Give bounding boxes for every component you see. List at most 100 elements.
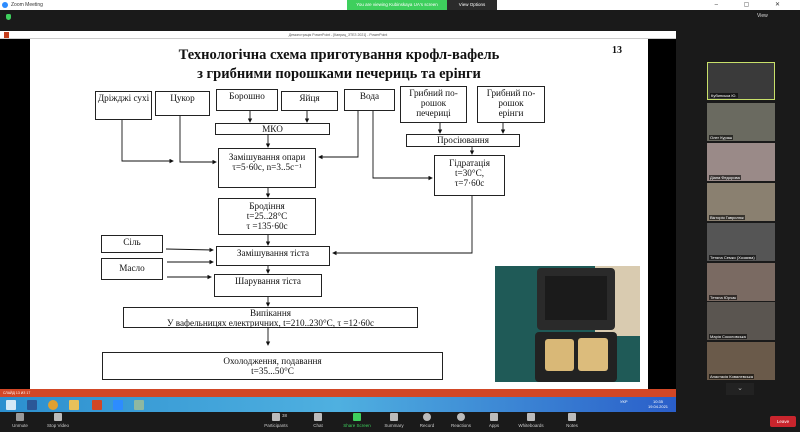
view-options-button[interactable]: View Options xyxy=(447,0,497,10)
unmute-button[interactable]: Unmute xyxy=(0,413,40,428)
baking-params: У вафельницях електричних, t=210..230°С,… xyxy=(166,318,375,328)
participants-label: Participants xyxy=(264,423,288,428)
participant-tile[interactable]: Олег Кураш xyxy=(707,103,775,141)
chat-button[interactable]: Chat xyxy=(298,413,338,428)
reactions-icon xyxy=(457,413,465,421)
participant-tile[interactable]: Діана Федорова xyxy=(707,143,775,181)
sponge-mixing-title: Замішування опари xyxy=(228,152,306,162)
ppt-window-title: Демонстрація PowerPoint - [Каприц_ЗТЕЗ 2… xyxy=(288,33,388,37)
powerpoint-title-bar: Демонстрація PowerPoint - [Каприц_ЗТЕЗ 2… xyxy=(0,31,676,39)
window-controls[interactable]: – ▢ ✕ xyxy=(714,2,792,8)
share-screen-icon xyxy=(353,413,361,421)
box-hydration: Гідратація t=30°С, τ=7·60с xyxy=(434,155,505,196)
whiteboard-icon xyxy=(527,413,535,421)
box-mushroom-eryngii: Грибний по-рошок ерінги xyxy=(477,86,545,123)
apps-label: Apps xyxy=(488,423,500,428)
microphone-muted-icon xyxy=(16,413,24,421)
powerpoint-taskbar-icon[interactable] xyxy=(92,400,102,410)
file-explorer-icon[interactable] xyxy=(69,400,79,410)
cooling-params: t=35...50°С xyxy=(251,366,294,376)
video-camera-icon xyxy=(54,413,62,421)
security-shield-icon[interactable] xyxy=(6,14,11,20)
whiteboards-label: Whiteboards xyxy=(518,423,544,428)
summary-label: Summary xyxy=(384,423,404,428)
meeting-toolbar xyxy=(0,412,800,432)
slide-title: Технологічна схема приготування крофл-ва… xyxy=(30,46,648,84)
box-dough-layering: Шарування тіста xyxy=(214,274,322,297)
chat-icon xyxy=(314,413,322,421)
clock-date: 19.04.2021 xyxy=(648,404,669,409)
participant-name: Діана Федорова xyxy=(709,175,741,180)
box-sifting: Просіювання xyxy=(406,134,520,147)
taskbar-clock[interactable]: 10:35 19.04.2021 xyxy=(648,399,668,409)
slide-number: 13 xyxy=(612,45,622,56)
share-screen-label: Share Screen xyxy=(343,423,371,428)
participant-tile[interactable]: Тетяна Семко (Хозяєва) xyxy=(707,223,775,261)
notes-label: Notes xyxy=(566,423,578,428)
share-screen-button[interactable]: Share Screen xyxy=(337,413,377,428)
participant-tile[interactable]: Вікторія Гаврилюк xyxy=(707,183,775,221)
notes-icon xyxy=(568,413,576,421)
stop-video-label: Stop Video xyxy=(47,423,69,428)
powerpoint-icon xyxy=(4,32,9,38)
chevron-down-icon[interactable]: ⌄ xyxy=(726,383,754,395)
app-taskbar-icon[interactable] xyxy=(134,400,144,410)
box-yeast: Дріжджі сухі xyxy=(95,91,152,120)
record-label: Record xyxy=(419,423,435,428)
fermentation-time: τ =135·60с xyxy=(246,221,288,231)
windows-taskbar xyxy=(0,397,676,412)
box-sponge-mixing: Замішування опари τ=5·60с, n=3..5с⁻¹ xyxy=(218,148,316,188)
sponge-mixing-params: τ=5·60с, n=3..5с⁻¹ xyxy=(232,162,302,172)
baking-title: Випікання xyxy=(250,308,291,318)
participant-name: Марія Соколовська xyxy=(709,334,747,339)
fermentation-title: Бродіння xyxy=(249,201,285,211)
leave-button[interactable]: Leave xyxy=(770,416,796,427)
participant-name: Вікторія Гаврилюк xyxy=(709,215,745,220)
unmute-label: Unmute xyxy=(12,423,28,428)
participant-name: Олег Кураш xyxy=(709,135,734,140)
participants-button[interactable]: Participants xyxy=(256,413,296,428)
participant-tile[interactable]: Тетяна Юрчак xyxy=(707,263,775,301)
participant-name: Тетяна Семко (Хозяєва) xyxy=(709,255,756,260)
box-cooling-serving: Охолодження, подавання t=35...50°С xyxy=(102,352,443,380)
record-icon xyxy=(423,413,431,421)
box-mko: МКО xyxy=(215,123,330,135)
chrome-icon[interactable] xyxy=(48,400,58,410)
word-icon[interactable] xyxy=(27,400,37,410)
participants-icon xyxy=(272,413,280,421)
box-mushroom-champignon: Грибний по-рошок печериці xyxy=(400,86,467,123)
waffle-maker-photo xyxy=(495,266,640,382)
view-button[interactable]: View xyxy=(757,13,768,19)
fermentation-temp: t=25..28°С xyxy=(246,211,288,221)
ppt-status-bar: СЛАЙД 13 ИЗ 17 xyxy=(0,389,676,397)
summary-button[interactable]: Summary xyxy=(374,413,414,428)
whiteboards-button[interactable]: Whiteboards xyxy=(511,413,551,428)
windows-start-icon[interactable] xyxy=(6,400,16,410)
notes-button[interactable]: Notes xyxy=(552,413,592,428)
title-line-1: Технологічна схема приготування крофл-ва… xyxy=(178,47,500,63)
taskbar-lang[interactable]: УКР xyxy=(620,399,628,404)
viewing-banner: You are viewing Kubinskaya UA's screen xyxy=(347,0,447,10)
box-water: Вода xyxy=(344,89,395,111)
box-flour: Борошно xyxy=(216,89,278,111)
zoom-taskbar-icon[interactable] xyxy=(113,400,123,410)
hydration-temp: t=30°С, xyxy=(454,168,485,178)
box-salt: Сіль xyxy=(101,235,163,253)
clock-time: 10:35 xyxy=(653,399,664,404)
box-dough-kneading: Замішування тіста xyxy=(216,246,330,266)
apps-icon xyxy=(490,413,498,421)
participant-tile[interactable]: Анастасія Ковалевська xyxy=(707,342,775,380)
reactions-button[interactable]: Reactions xyxy=(441,413,481,428)
box-eggs: Яйця xyxy=(281,91,338,111)
zoom-logo-icon xyxy=(2,2,8,8)
box-fermentation: Бродіння t=25..28°С τ =135·60с xyxy=(218,198,316,235)
apps-button[interactable]: Apps xyxy=(474,413,514,428)
cooling-title: Охолодження, подавання xyxy=(223,356,322,366)
participant-name: Тетяна Юрчак xyxy=(709,295,738,300)
box-baking: Випікання У вафельницях електричних, t=2… xyxy=(123,307,418,328)
record-button[interactable]: Record xyxy=(407,413,447,428)
participant-tile[interactable]: Марія Соколовська xyxy=(707,302,775,340)
participant-tile[interactable]: Кубинська Ю. xyxy=(707,62,775,100)
stop-video-button[interactable]: Stop Video xyxy=(38,413,78,428)
